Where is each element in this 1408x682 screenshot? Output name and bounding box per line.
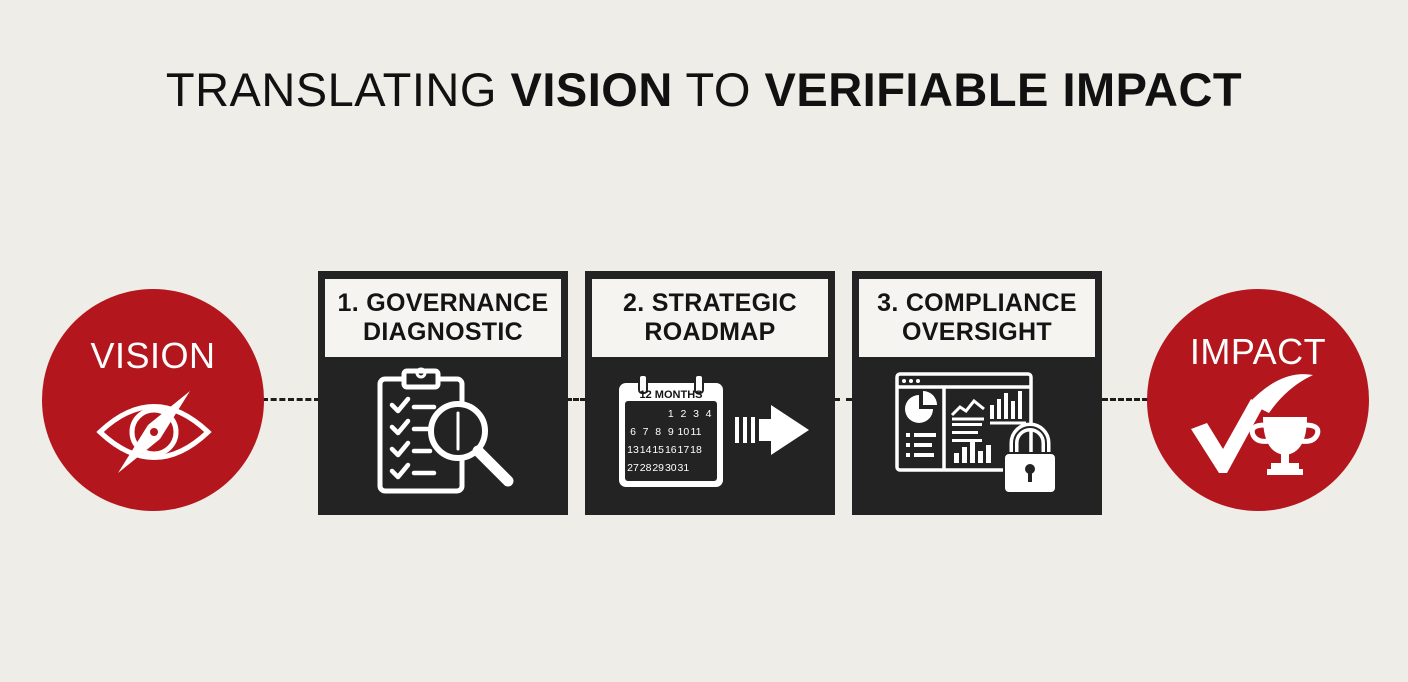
- impact-label: IMPACT: [1189, 331, 1327, 372]
- checkmark-trophy-icon: [1189, 373, 1329, 483]
- vision-circle: VISION: [42, 289, 264, 511]
- step-1-label: 1. GOVERNANCE DIAGNOSTIC: [325, 279, 561, 357]
- vision-label: VISION: [90, 335, 216, 376]
- calendar-day: 10: [678, 426, 690, 438]
- diagram-title: TRANSLATING VISION TO VERIFIABLE IMPACT: [0, 62, 1408, 117]
- title-part-verifiable-impact: VERIFIABLE IMPACT: [764, 63, 1243, 116]
- connector-step3-impact: [1102, 398, 1148, 401]
- calendar-day: 4: [706, 408, 712, 420]
- step-3-title-line2: OVERSIGHT: [902, 318, 1052, 346]
- calendar-header: 12 MONTHS: [640, 389, 703, 401]
- step-1-title-line2: DIAGNOSTIC: [363, 318, 523, 346]
- step-2-title-line2: ROADMAP: [644, 318, 776, 346]
- calendar-day: 28: [640, 462, 652, 474]
- step-3-title-line1: 3. COMPLIANCE: [877, 289, 1077, 317]
- calendar-day: 14: [640, 444, 652, 456]
- calendar-day: 9: [668, 426, 674, 438]
- clipboard-magnifier-icon: [372, 367, 532, 497]
- step-3-label: 3. COMPLIANCE OVERSIGHT: [859, 279, 1095, 357]
- step-2-title-line1: 2. STRATEGIC: [623, 289, 797, 317]
- dashboard-lock-icon: [894, 371, 1064, 495]
- calendar-day: 7: [643, 426, 649, 438]
- calendar-day: 29: [652, 462, 664, 474]
- calendar-day: 16: [665, 444, 677, 456]
- calendar-day: 27: [627, 462, 639, 474]
- calendar-day: 18: [690, 444, 702, 456]
- step-1-title-line1: 1. GOVERNANCE: [337, 289, 549, 317]
- step-compliance-oversight: 3. COMPLIANCE OVERSIGHT: [852, 271, 1102, 515]
- title-part-to: TO: [672, 63, 765, 116]
- calendar-day: 2: [680, 408, 686, 420]
- calendar-day: 1: [668, 408, 674, 420]
- calendar-day: 15: [652, 444, 664, 456]
- calendar-day: 30: [665, 462, 677, 474]
- calendar-day: 11: [691, 426, 702, 438]
- calendar-day: 8: [655, 426, 661, 438]
- step-governance-diagnostic: 1. GOVERNANCE DIAGNOSTIC: [318, 271, 568, 515]
- connector-step2-step3: [834, 398, 852, 401]
- title-part-vision: VISION: [510, 63, 673, 116]
- calendar-day: 31: [678, 462, 690, 474]
- step-2-label: 2. STRATEGIC ROADMAP: [592, 279, 828, 357]
- impact-circle: IMPACT: [1147, 289, 1369, 511]
- calendar-day: 13: [627, 444, 639, 456]
- calendar-day: 3: [693, 408, 699, 420]
- connector-vision-step1: [262, 398, 320, 401]
- connector-step1-step2: [566, 398, 586, 401]
- calendar-day: 6: [630, 426, 636, 438]
- title-part-translating: TRANSLATING: [165, 63, 511, 116]
- eye-compass-icon: [94, 387, 214, 477]
- calendar-day: 17: [678, 444, 690, 456]
